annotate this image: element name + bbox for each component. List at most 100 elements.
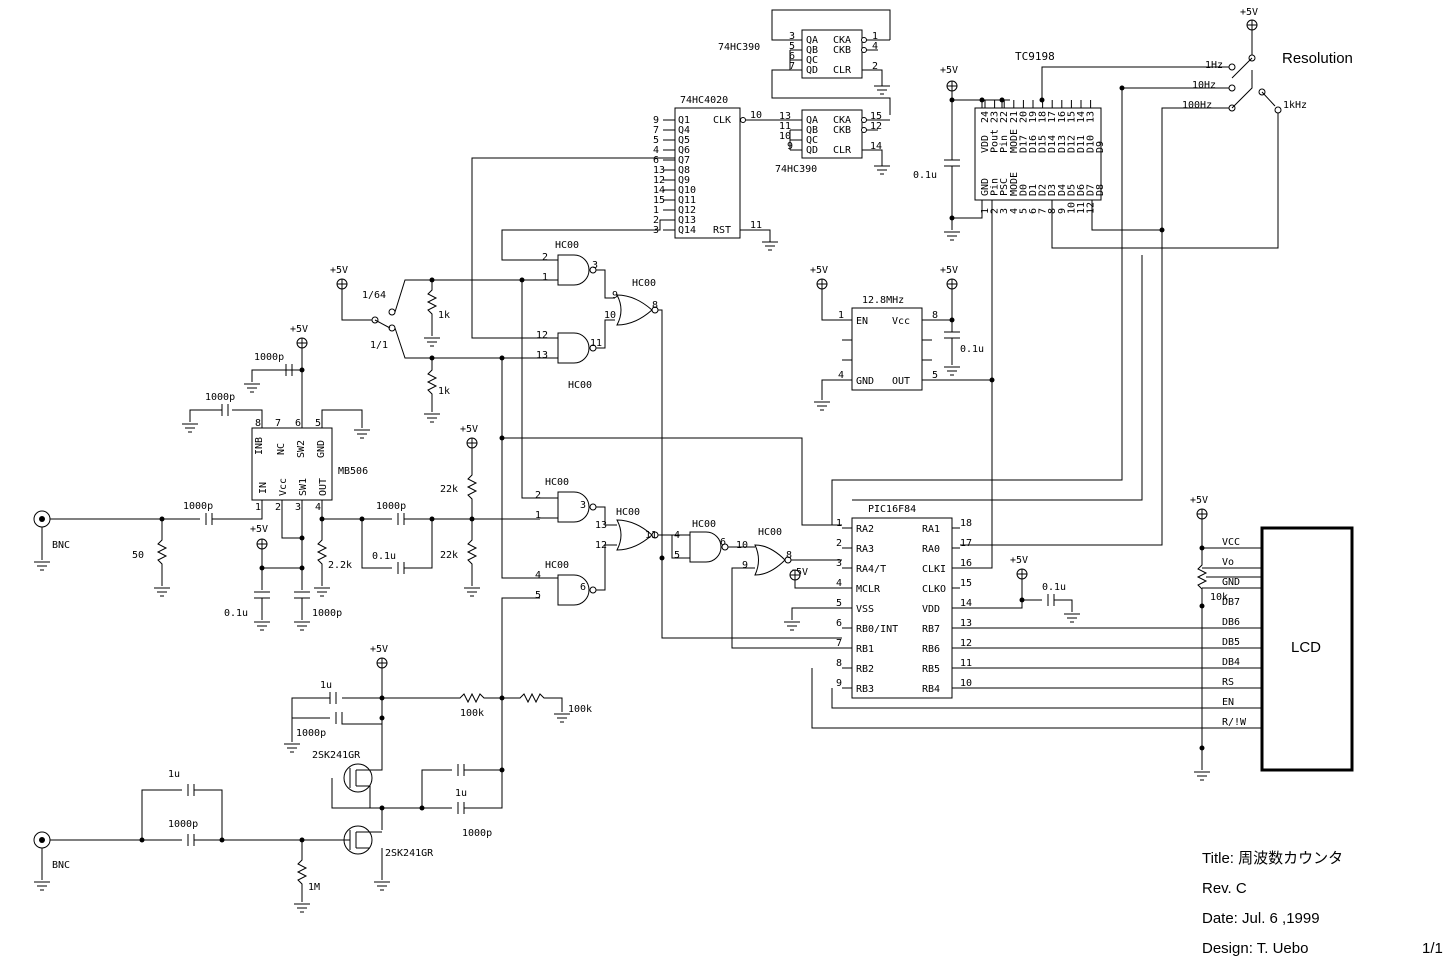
svg-text:HC00: HC00 [555, 240, 579, 251]
svg-text:1k: 1k [438, 310, 450, 321]
pin-number: 2 [990, 208, 1001, 214]
svg-text:1: 1 [838, 310, 844, 321]
hc4020-chip: 74HC4020 Q19Q47Q55Q64Q76Q813Q912Q1014Q11… [653, 95, 790, 251]
svg-text:QA: QA [806, 115, 818, 126]
pin-label: D8 [1095, 184, 1106, 196]
pin-number: 6 [1028, 208, 1039, 214]
svg-text:1u: 1u [320, 680, 332, 691]
svg-text:2SK241GR: 2SK241GR [312, 750, 361, 761]
pin-label: D4 [1057, 184, 1068, 196]
pin-label: RB6 [922, 644, 940, 655]
pin-label: Pin [990, 178, 1001, 196]
nand-gate-7: HC00 456 [674, 519, 755, 563]
svg-text:+5V: +5V [940, 65, 958, 76]
svg-text:11: 11 [645, 530, 657, 541]
pin-number: 16 [960, 558, 972, 569]
pin-number: 7 [653, 125, 659, 136]
svg-text:6: 6 [295, 418, 301, 429]
pin-number: 15 [653, 195, 665, 206]
pin-number: 3 [999, 208, 1010, 214]
date-text: Date: Jul. 6 ,1999 [1202, 910, 1320, 927]
svg-text:3: 3 [592, 260, 598, 271]
svg-text:0.1u: 0.1u [1042, 582, 1066, 593]
pin-number: 12 [960, 638, 972, 649]
svg-text:11: 11 [590, 338, 602, 349]
svg-text:SW1: SW1 [298, 478, 309, 496]
svg-text:8: 8 [786, 550, 792, 561]
pin-label: VDD [980, 135, 991, 153]
tc9198-chip: TC9198 VDDPoutPinMODED17D16D15D14D13D12D… [974, 50, 1106, 214]
svg-text:1u: 1u [455, 788, 467, 799]
pin-label: Q1 [678, 115, 690, 126]
bnc-input-1[interactable]: BNC 1000p 50 [33, 500, 263, 597]
pin-label: RS [1222, 677, 1234, 688]
range-switch[interactable]: +5V 1/64 1/1 1k 1k [330, 265, 540, 423]
pin-label: Pout [990, 129, 1001, 153]
osc-label: 12.8MHz [862, 295, 904, 306]
svg-text:4: 4 [315, 502, 321, 513]
svg-text:10Hz: 10Hz [1192, 80, 1216, 91]
pin-number: 13 [960, 618, 972, 629]
pin-label: MCLR [856, 584, 881, 595]
svg-text:1M: 1M [308, 882, 320, 893]
pin-number: 12 [653, 175, 665, 186]
pin-number: 2 [653, 215, 659, 226]
svg-text:+5V: +5V [1190, 495, 1208, 506]
pin-label: D7 [1086, 184, 1097, 196]
pin-label: Q6 [678, 145, 690, 156]
pin-label: RB4 [922, 684, 940, 695]
svg-text:1k: 1k [438, 386, 450, 397]
pin-number: 7 [1038, 208, 1049, 214]
svg-text:0.1u: 0.1u [224, 608, 248, 619]
pin-label: DB4 [1222, 657, 1240, 668]
bnc-input-2[interactable]: BNC 1u 1000p 1M [33, 769, 350, 913]
pin-label: CLKI [922, 564, 946, 575]
svg-text:CLR: CLR [833, 145, 852, 156]
pin-number: 9 [653, 115, 659, 126]
svg-text:0.1u: 0.1u [913, 170, 937, 181]
svg-text:Vcc: Vcc [278, 478, 289, 496]
pin-number: 20 [1018, 111, 1029, 123]
svg-text:2: 2 [275, 502, 281, 513]
pin-label: Q9 [678, 175, 690, 186]
svg-text:HC00: HC00 [758, 527, 782, 538]
svg-text:1: 1 [255, 502, 261, 513]
svg-text:1000p: 1000p [462, 828, 492, 839]
svg-text:11: 11 [779, 121, 791, 132]
svg-text:2: 2 [542, 252, 548, 263]
pin-number: 19 [1028, 111, 1039, 123]
svg-text:50: 50 [132, 550, 144, 561]
svg-text:100k: 100k [460, 708, 484, 719]
resolution-switch[interactable]: Resolution +5V 1Hz 10Hz 100Hz 1kHz [831, 7, 1353, 546]
tc9198-power: +5V 0.1u [913, 65, 1010, 569]
pin-label: D14 [1047, 135, 1058, 153]
pin-label: RA2 [856, 524, 874, 535]
pin-label: EN [1222, 697, 1234, 708]
svg-text:4: 4 [838, 370, 844, 381]
svg-text:6: 6 [720, 537, 726, 548]
svg-text:1000p: 1000p [376, 501, 406, 512]
pin-number: 13 [1086, 111, 1097, 123]
pin-number: 5 [836, 598, 842, 609]
hc390-bot-label: 74HC390 [775, 164, 817, 175]
pin-number: 1 [836, 518, 842, 529]
svg-text:5: 5 [315, 418, 321, 429]
pin-label: D12 [1066, 135, 1077, 153]
pin-label: GND [1222, 577, 1240, 588]
pin-number: 9 [836, 678, 842, 689]
tc9198-label: TC9198 [1015, 50, 1055, 63]
pin-label: RB2 [856, 664, 874, 675]
pin-label: RB1 [856, 644, 874, 655]
designer-text: Design: T. Uebo [1202, 940, 1308, 956]
svg-text:3: 3 [789, 31, 795, 42]
nand-gate-5: HC00 4 5 6 [499, 358, 842, 770]
pin-label: D16 [1028, 135, 1039, 153]
svg-text:CLK: CLK [713, 115, 731, 126]
revision-text: Rev. C [1202, 880, 1247, 897]
svg-text:IN: IN [258, 482, 269, 494]
svg-text:9: 9 [612, 290, 618, 301]
svg-text:1/64: 1/64 [362, 290, 386, 301]
prescaler-out-network: 1000p 2.2k 0.1u +5V 22k 22k [314, 424, 540, 597]
